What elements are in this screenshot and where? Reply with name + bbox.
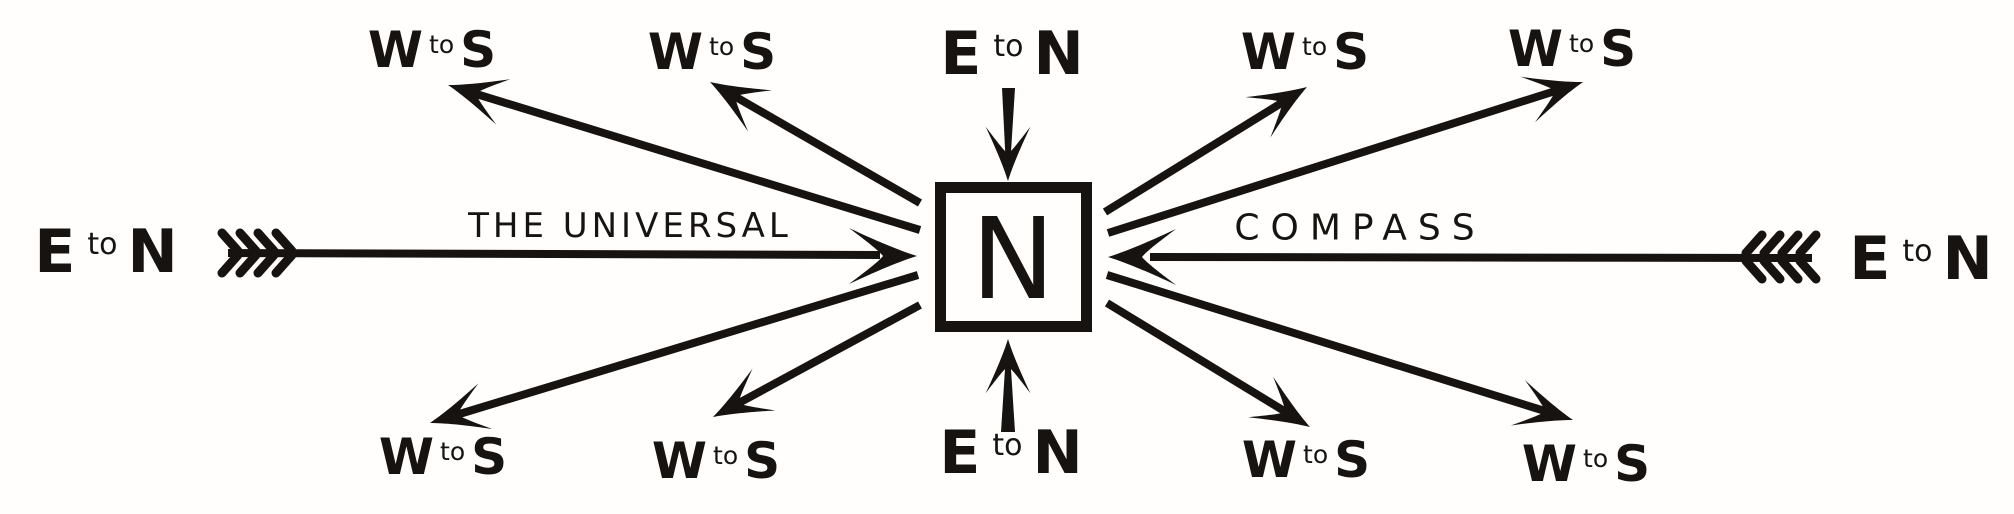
title-compass: COMPASS [1234,207,1486,249]
arrow-upper-right-far [1106,59,1591,237]
arrowhead-icon [1510,380,1581,443]
arrow-south-to-center [985,339,1031,432]
title-the-universal: THE UNIVERSAL [468,206,792,246]
arrowhead-icon [701,368,776,438]
arrow-east-to-center [1108,229,1821,285]
arrow-lower-left-near [701,301,922,438]
arrow-upper-left-far [441,62,922,234]
compass-center-letter: N [971,195,1055,325]
arrow-west-to-center [217,228,917,284]
arrow-lower-right-near [1104,299,1323,448]
arrow-north-to-center [985,88,1031,181]
fletching-icon [217,228,297,278]
arrow-lower-left-far [423,271,920,446]
arrow-upper-left-near [698,61,922,207]
fletching-icon [1741,230,1821,284]
arrow-upper-right-near [1102,66,1320,216]
compass-center-box [935,182,1092,332]
arrow-lower-right-far [1105,271,1581,443]
